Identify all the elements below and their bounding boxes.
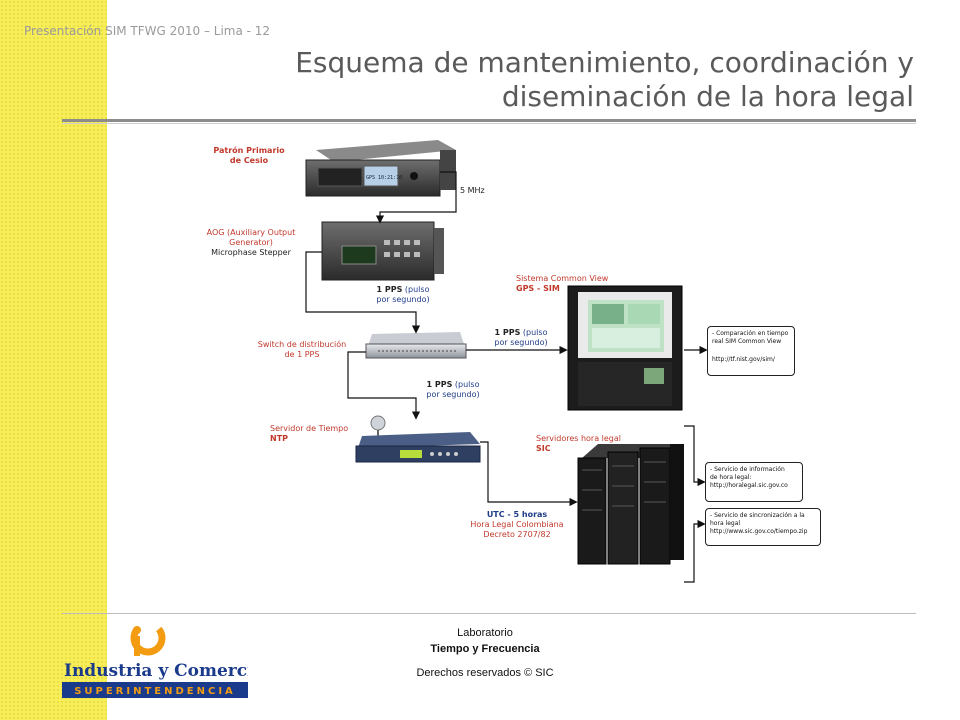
ntp-label: Servidor de Tiempo NTP [270, 424, 360, 444]
pps3-bold: 1 PPS [426, 380, 453, 389]
diagram-connectors [305, 171, 708, 583]
cesium-label-line1: Patrón Primario [213, 146, 285, 155]
sync-service-info-line2: hora legal [710, 520, 741, 527]
switch-label-line1: Switch de distribución [257, 340, 347, 349]
utc-label-line1: UTC - 5 horas [486, 510, 548, 519]
legal-time-info-box: - Servicio de información de hora legal:… [705, 462, 803, 502]
logo-text-line2: SUPERINTENDENCIA [74, 686, 236, 697]
common-view-label-line1: Sistema Common View [516, 274, 609, 283]
pps-switch-device [365, 332, 467, 359]
sic-server-racks [577, 444, 684, 565]
sic-label-line2: SIC [536, 444, 551, 453]
footer-rights: Derechos reservados © SIC [416, 667, 554, 679]
logo-text-line1: Industria y Comercio [64, 661, 248, 681]
common-view-info-line1: - Comparación en tiempo [712, 330, 789, 337]
pps3-line2: por segundo) [426, 390, 480, 399]
pps2-bold: 1 PPS [494, 328, 521, 337]
aog-label-line1: AOG (Auxiliary Output [206, 228, 296, 237]
legal-time-info-line2: de hora legal: [710, 474, 752, 481]
cesium-standard-device: GPS 10:21:10 [305, 140, 456, 197]
utc-label-line3: Decreto 2707/82 [483, 530, 551, 539]
aog-device [321, 221, 444, 281]
footer-lab: Laboratorio [457, 627, 513, 639]
page-title: Esquema de mantenimiento, coordinación y… [295, 46, 914, 113]
common-view-system-device [567, 285, 683, 411]
title-underline [62, 119, 916, 122]
sic-label-line1: Servidores hora legal [536, 434, 622, 443]
legal-time-info-link[interactable]: http://horalegal.sic.gov.co [710, 482, 788, 489]
sync-service-info-box: - Servicio de sincronización a la hora l… [705, 508, 821, 546]
pps1-label: 1 PPS (pulso por segundo) [364, 285, 442, 305]
pps2-rest: (pulso [522, 328, 548, 337]
utc-label-line2: Hora Legal Colombiana [470, 520, 564, 529]
ntp-label-line2: NTP [270, 434, 289, 443]
common-view-label-line2: GPS - SIM [516, 284, 560, 293]
title-underline-shadow [62, 123, 916, 124]
aog-label-line3: Microphase Stepper [211, 248, 291, 257]
aog-label-line2: Generator) [229, 238, 273, 247]
cesium-display-text: GPS 10:21:10 [366, 175, 402, 181]
switch-label-line2: de 1 PPS [284, 350, 320, 359]
cesium-label-line2: de Cesio [229, 156, 269, 165]
ntp-label-line1: Servidor de Tiempo [270, 424, 349, 433]
sic-label: Servidores hora legal SIC [536, 434, 636, 454]
pps3-rest: (pulso [454, 380, 480, 389]
pps1-bold: 1 PPS [376, 285, 403, 294]
common-view-info-line2: real SIM Common View [712, 338, 782, 345]
mhz-label: 5 MHz [460, 186, 485, 195]
switch-label: Switch de distribución de 1 PPS [250, 340, 354, 360]
aog-label: AOG (Auxiliary Output Generator) Microph… [198, 228, 304, 258]
footer-divider [62, 613, 916, 614]
pps2-line2: por segundo) [494, 338, 548, 347]
ntp-server-device [355, 415, 481, 463]
sic-logo-graphic: Industria y Comercio SUPERINTENDENCIA [62, 622, 248, 698]
common-view-info-link[interactable]: http://tf.nist.gov/sim/ [712, 356, 775, 363]
pps1-line2: por segundo) [376, 295, 430, 304]
common-view-label: Sistema Common View GPS - SIM [516, 274, 616, 294]
sic-logo: Industria y Comercio SUPERINTENDENCIA [62, 622, 248, 700]
common-view-info-box: - Comparación en tiempo real SIM Common … [707, 326, 795, 376]
cesium-label: Patrón Primario de Cesio [208, 146, 290, 166]
pps2-label: 1 PPS (pulso por segundo) [482, 328, 560, 348]
presentation-note: Presentación SIM TFWG 2010 – Lima - 12 [24, 24, 271, 38]
sync-service-info-line1: - Servicio de sincronización a la [710, 512, 805, 519]
pps3-label: 1 PPS (pulso por segundo) [414, 380, 492, 400]
footer-lab-name: Tiempo y Frecuencia [430, 643, 540, 655]
utc-label: UTC - 5 horas Hora Legal Colombiana Decr… [462, 510, 572, 540]
pps1-rest: (pulso [404, 285, 430, 294]
legal-time-info-line1: - Servicio de información [710, 466, 785, 473]
sync-service-info-link[interactable]: http://www.sic.gov.co/tiempo.zip [710, 528, 808, 535]
